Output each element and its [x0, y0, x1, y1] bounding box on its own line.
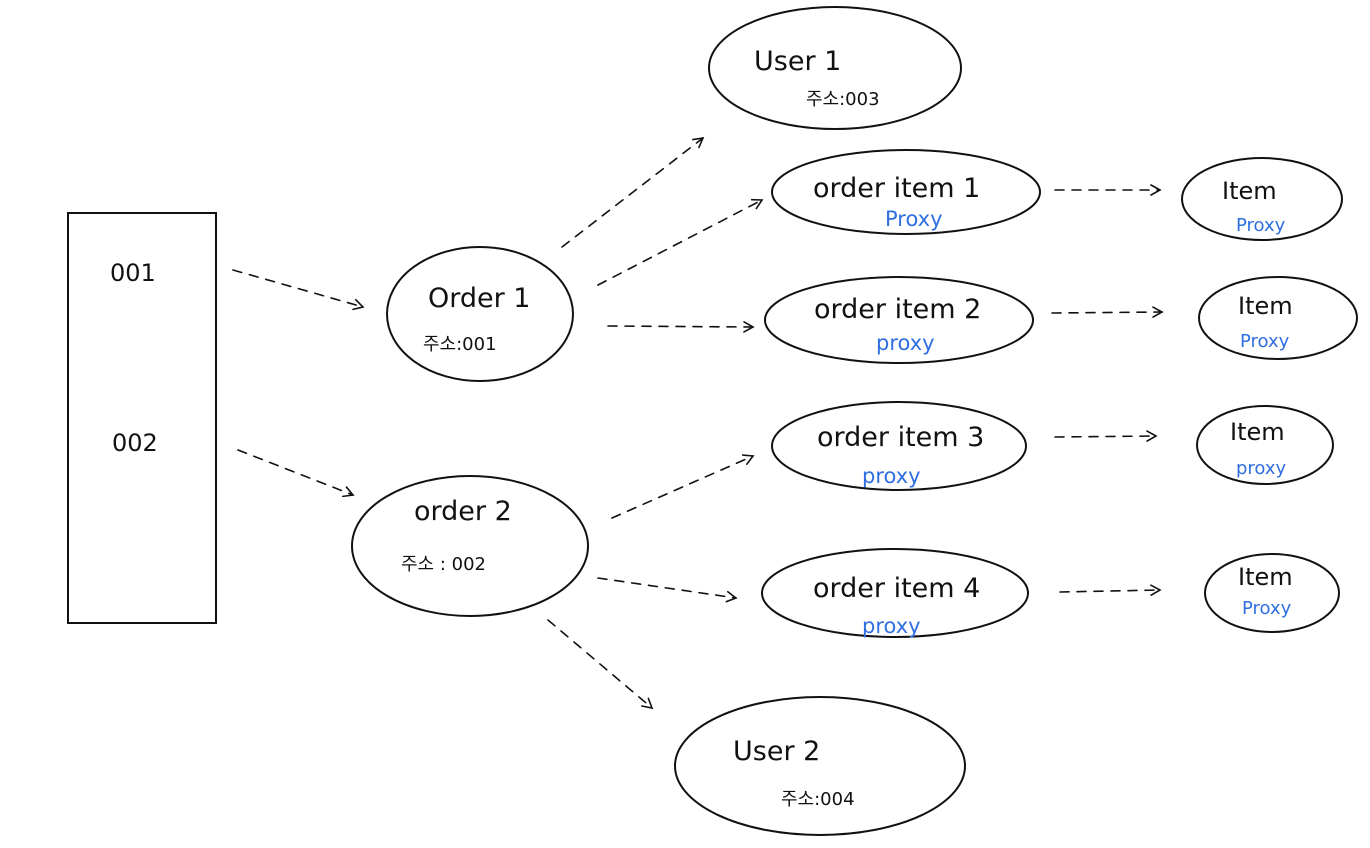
order-item-node-4: order item 4 proxy — [761, 548, 1029, 638]
order-item-3-proxy: proxy — [862, 464, 921, 488]
edge-order1-to-orderitem2 — [607, 321, 755, 333]
order-item-node-1: order item 1 Proxy — [771, 149, 1041, 235]
order-item-1-label: order item 1 — [813, 173, 980, 204]
item-1-label: Item — [1222, 177, 1277, 205]
order-1-ellipse — [386, 246, 574, 382]
edge-order2-to-user2 — [547, 619, 654, 710]
order-item-4-label: order item 4 — [813, 573, 980, 604]
edge-order2-to-orderitem3 — [611, 454, 755, 519]
memory-table-box — [67, 212, 217, 624]
order-item-1-proxy: Proxy — [885, 207, 943, 231]
user-node-2: User 2 주소:004 — [674, 696, 966, 836]
order-item-4-proxy: proxy — [862, 614, 921, 638]
order-item-node-3: order item 3 proxy — [771, 401, 1027, 491]
order-1-label: Order 1 — [428, 283, 531, 314]
edge-order2-to-orderitem4 — [597, 577, 738, 603]
order-1-address: 주소:001 — [423, 334, 497, 355]
edge-001-to-order1 — [232, 269, 365, 311]
order-node-1: Order 1 주소:001 — [386, 246, 574, 382]
item-4-ellipse — [1204, 553, 1340, 633]
item-node-3: Item proxy — [1196, 405, 1334, 485]
user-2-address: 주소:004 — [781, 789, 855, 810]
order-item-2-proxy: proxy — [876, 331, 935, 355]
user-2-label: User 2 — [733, 736, 820, 767]
order-item-1-ellipse — [771, 149, 1041, 235]
order-2-ellipse — [351, 475, 589, 617]
order-node-2: order 2 주소 : 002 — [351, 475, 589, 617]
order-item-3-label: order item 3 — [817, 422, 984, 453]
user-1-ellipse — [708, 6, 962, 130]
order-2-label: order 2 — [414, 496, 512, 527]
item-4-proxy: Proxy — [1242, 598, 1292, 619]
edge-orderitem3-to-item — [1054, 430, 1158, 442]
order-2-address: 주소 : 002 — [401, 554, 486, 575]
item-2-ellipse — [1198, 276, 1358, 360]
order-item-2-ellipse — [764, 276, 1034, 364]
item-1-proxy: Proxy — [1236, 215, 1286, 236]
edge-orderitem4-to-item — [1059, 584, 1162, 596]
item-2-label: Item — [1238, 292, 1293, 320]
table-row-002: 002 — [112, 429, 158, 457]
edge-order1-to-orderitem1 — [597, 198, 764, 286]
user-1-address: 주소:003 — [806, 89, 880, 110]
item-2-proxy: Proxy — [1240, 331, 1290, 352]
table-row-001: 001 — [110, 259, 156, 287]
item-3-ellipse — [1196, 405, 1334, 485]
item-1-ellipse — [1181, 157, 1343, 241]
order-item-4-ellipse — [761, 548, 1029, 638]
item-node-4: Item Proxy — [1204, 553, 1340, 633]
user-2-ellipse — [674, 696, 966, 836]
order-item-2-label: order item 2 — [814, 294, 981, 325]
item-4-label: Item — [1238, 563, 1293, 591]
item-3-label: Item — [1230, 418, 1285, 446]
item-3-proxy: proxy — [1236, 458, 1287, 479]
user-node-1: User 1 주소:003 — [708, 6, 962, 130]
edge-order1-to-user1 — [561, 136, 705, 248]
item-node-1: Item Proxy — [1181, 157, 1343, 241]
edge-orderitem2-to-item — [1051, 306, 1164, 318]
order-item-3-ellipse — [771, 401, 1027, 491]
order-item-node-2: order item 2 proxy — [764, 276, 1034, 364]
user-1-label: User 1 — [754, 46, 841, 77]
edge-002-to-order2 — [237, 449, 355, 498]
item-node-2: Item Proxy — [1198, 276, 1358, 360]
